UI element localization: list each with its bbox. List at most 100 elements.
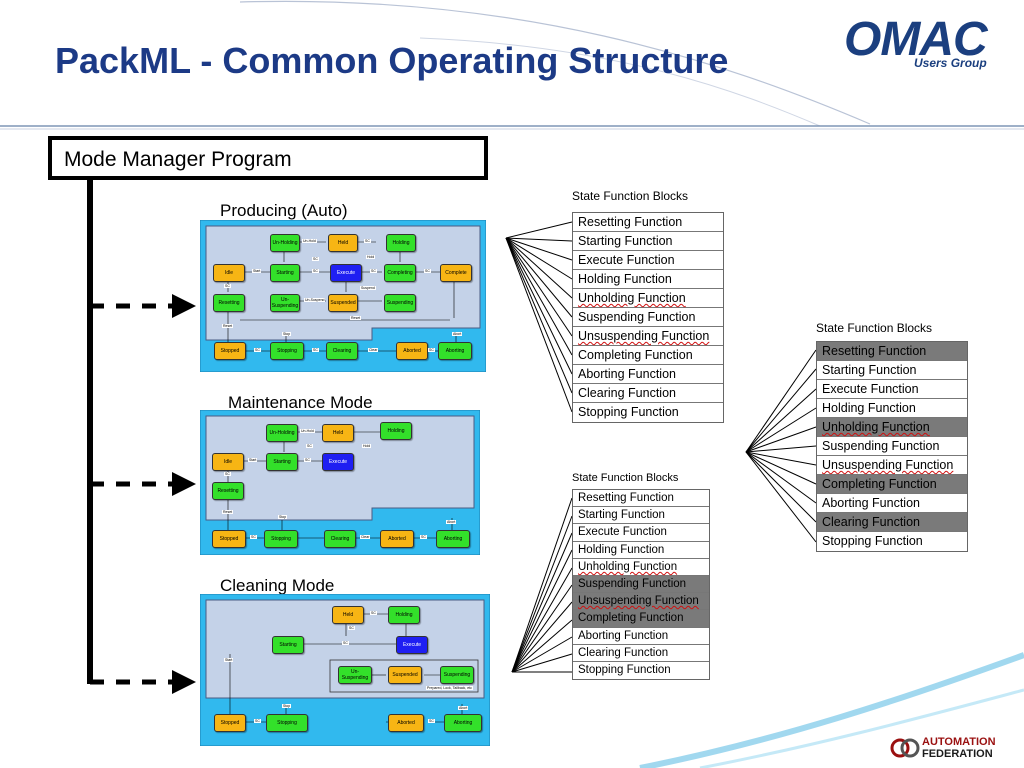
transition-label: Start — [224, 658, 234, 662]
transition-label: Abort — [452, 332, 463, 336]
state-un-suspending: Un-Suspending — [270, 294, 300, 312]
sfb-item: Clearing Function — [573, 384, 723, 403]
sfb-item: Completing Function — [573, 610, 709, 628]
sfb-item: Holding Function — [573, 542, 709, 559]
sfb-item-label: Suspending Function — [578, 577, 687, 590]
sfb-item-label: Unholding Function — [578, 291, 686, 305]
sfb-item-label: Starting Function — [578, 509, 665, 522]
state-stopped: Stopped — [214, 342, 246, 360]
sfb-item: Execute Function — [573, 251, 723, 270]
transition-label: Reset — [222, 324, 234, 328]
sfb-item-label: Completing Function — [578, 348, 693, 362]
transition-label: Un-Hold — [300, 429, 315, 433]
state-suspending: Suspending — [440, 666, 474, 684]
sfb-item: Clearing Function — [573, 645, 709, 662]
state-un-holding: Un-Holding — [270, 234, 300, 252]
sfb-item: Resetting Function — [573, 490, 709, 508]
sfb-title: State Function Blocks — [572, 189, 689, 203]
transition-label: SC — [428, 719, 435, 723]
sfb-item-label: Aborting Function — [578, 367, 676, 381]
transition-label: Start — [248, 458, 258, 462]
transition-label: SC — [312, 269, 319, 273]
transition-label: SC — [428, 348, 435, 352]
footer-swoosh — [699, 688, 1024, 768]
sfb-item: Resetting Function — [817, 342, 967, 361]
cleaning-note: Prepared, Lock, Tailback, etc — [426, 686, 473, 690]
state-suspending: Suspending — [384, 294, 416, 312]
omac-logo-subtitle: Users Group — [914, 56, 987, 70]
state-stopping: Stopping — [264, 530, 298, 548]
state-holding: Holding — [388, 606, 420, 624]
sfb-item: Suspending Function — [573, 308, 723, 327]
transition-label: SC — [370, 269, 377, 273]
transition-label: Suspend — [360, 286, 376, 290]
sfb-item: Suspending Function — [817, 437, 967, 456]
sfb-item: Stopping Function — [573, 403, 723, 422]
sfb-item-label: Resetting Function — [578, 215, 683, 229]
sfb-item-label: Stopping Function — [822, 534, 923, 548]
sfb-item-label: Stopping Function — [578, 663, 671, 676]
transition-label: Stop — [282, 704, 292, 708]
header-swoosh — [239, 0, 871, 125]
transition-label: Clear — [368, 348, 379, 352]
fan-producing — [505, 221, 573, 413]
transition-label: Un-Suspend — [304, 298, 326, 302]
sfb-item: Aborting Function — [573, 628, 709, 645]
sfb-item: Execute Function — [573, 524, 709, 542]
state-execute: Execute — [396, 636, 428, 654]
state-completing: Completing — [384, 264, 416, 282]
sfb-item: Holding Function — [817, 399, 967, 418]
af-logo-line2: FEDERATION — [922, 748, 993, 760]
transition-label: SC — [224, 472, 231, 476]
sfb-item-label: Suspending Function — [822, 439, 940, 453]
transition-label: Reset — [350, 316, 362, 320]
sfb-item: Stopping Function — [817, 532, 967, 551]
maintenance-panel-shape — [200, 410, 480, 555]
sfb-item-label: Resetting Function — [578, 492, 674, 504]
state-stopped: Stopped — [214, 714, 246, 732]
state-un-holding: Un-Holding — [266, 424, 298, 442]
state-execute: Execute — [330, 264, 362, 282]
transition-label: SC — [254, 719, 261, 723]
sfb-item: Aborting Function — [817, 494, 967, 513]
automation-federation-logo: AUTOMATION FEDERATION — [888, 732, 1008, 764]
state-holding: Holding — [386, 234, 416, 252]
transition-label: Reset — [222, 510, 234, 514]
sfb-maintenance: State Function Blocks Resetting Function… — [816, 321, 968, 552]
sfb-title: State Function Blocks — [816, 321, 933, 335]
state-idle: Idle — [212, 453, 244, 471]
diagram-producing: Un-Holding Held Holding Idle Starting Ex… — [200, 220, 486, 372]
af-logo-line1: AUTOMATION — [922, 736, 996, 748]
sfb-item-label: Resetting Function — [822, 344, 927, 358]
state-starting: Starting — [270, 264, 300, 282]
state-complete: Complete — [440, 264, 472, 282]
sfb-item-label: Clearing Function — [578, 386, 676, 400]
state-aborted: Aborted — [396, 342, 428, 360]
state-resetting: Resetting — [213, 294, 245, 312]
sfb-item: Suspending Function — [573, 575, 709, 594]
state-aborting: Aborting — [444, 714, 482, 732]
state-holding: Holding — [380, 422, 412, 440]
state-held: Held — [332, 606, 364, 624]
sfb-item: Aborting Function — [573, 365, 723, 384]
transition-label: SC — [312, 348, 319, 352]
state-starting: Starting — [272, 636, 304, 654]
mode-manager-label: Mode Manager Program — [64, 148, 292, 171]
fan-maintenance — [745, 349, 817, 543]
slide-title: PackML - Common Operating Structure — [55, 40, 729, 81]
sfb-item-label: Starting Function — [822, 363, 917, 377]
transition-label: SC — [306, 444, 313, 448]
footer-swoosh — [639, 652, 1024, 768]
sfb-item-label: Clearing Function — [578, 646, 669, 659]
state-suspended: Suspended — [328, 294, 358, 312]
sfb-item: Completing Function — [817, 475, 967, 494]
sfb-producing: State Function Blocks Resetting Function… — [572, 189, 724, 423]
state-starting: Starting — [266, 453, 298, 471]
transition-label: SC — [342, 641, 349, 645]
sfb-cleaning: State Function Blocks Resetting Function… — [572, 472, 710, 681]
sfb-item-label: Unholding Function — [822, 420, 930, 434]
sfb-item-label: Execute Function — [822, 382, 919, 396]
